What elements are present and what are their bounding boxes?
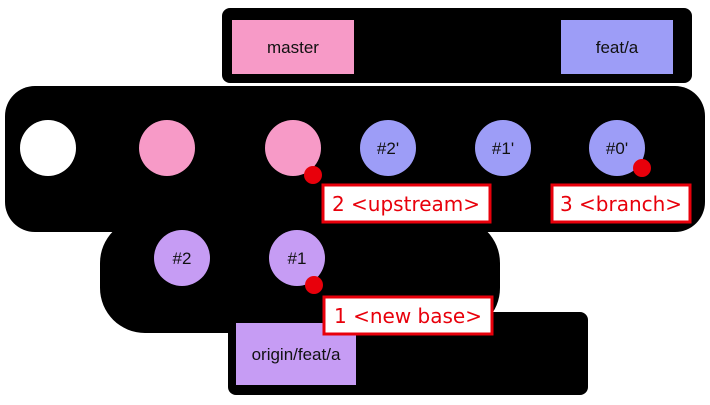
upstream-marker-dot (304, 166, 322, 184)
feature-branch-text: feat/a (596, 38, 639, 57)
rebased-commit-1 (475, 120, 531, 176)
upstream-annotation-text: 2 <upstream> (332, 192, 480, 216)
origin-commit-2-label: #2 (173, 249, 192, 268)
branch-annotation-box (550, 183, 692, 224)
origin-branch-text: origin/feat/a (252, 345, 341, 364)
origin-commit-1 (269, 230, 325, 286)
new-base-annotation-text: 1 <new base> (334, 304, 482, 328)
rebased-commit-0 (589, 120, 645, 176)
bg-main-row (5, 86, 705, 232)
origin-commit-1-label: #1 (288, 249, 307, 268)
base-commit (20, 120, 76, 176)
rebased-commit-0-label: #0' (606, 139, 628, 158)
master-branch-text: master (267, 38, 319, 57)
master-commit-2 (265, 120, 321, 176)
master-branch-label (232, 20, 354, 74)
upstream-annotation-box (321, 183, 492, 224)
new-base-annotation-box (322, 295, 494, 336)
origin-commit-2 (154, 230, 210, 286)
rebased-commit-1-label: #1' (492, 139, 514, 158)
rebased-commit-2 (360, 120, 416, 176)
feature-branch-label (561, 20, 673, 74)
new-base-marker-dot (305, 276, 323, 294)
branch-annotation-text: 3 <branch> (560, 192, 682, 216)
branch-marker-dot (633, 159, 651, 177)
master-commit-1 (139, 120, 195, 176)
rebased-commit-2-label: #2' (377, 139, 399, 158)
